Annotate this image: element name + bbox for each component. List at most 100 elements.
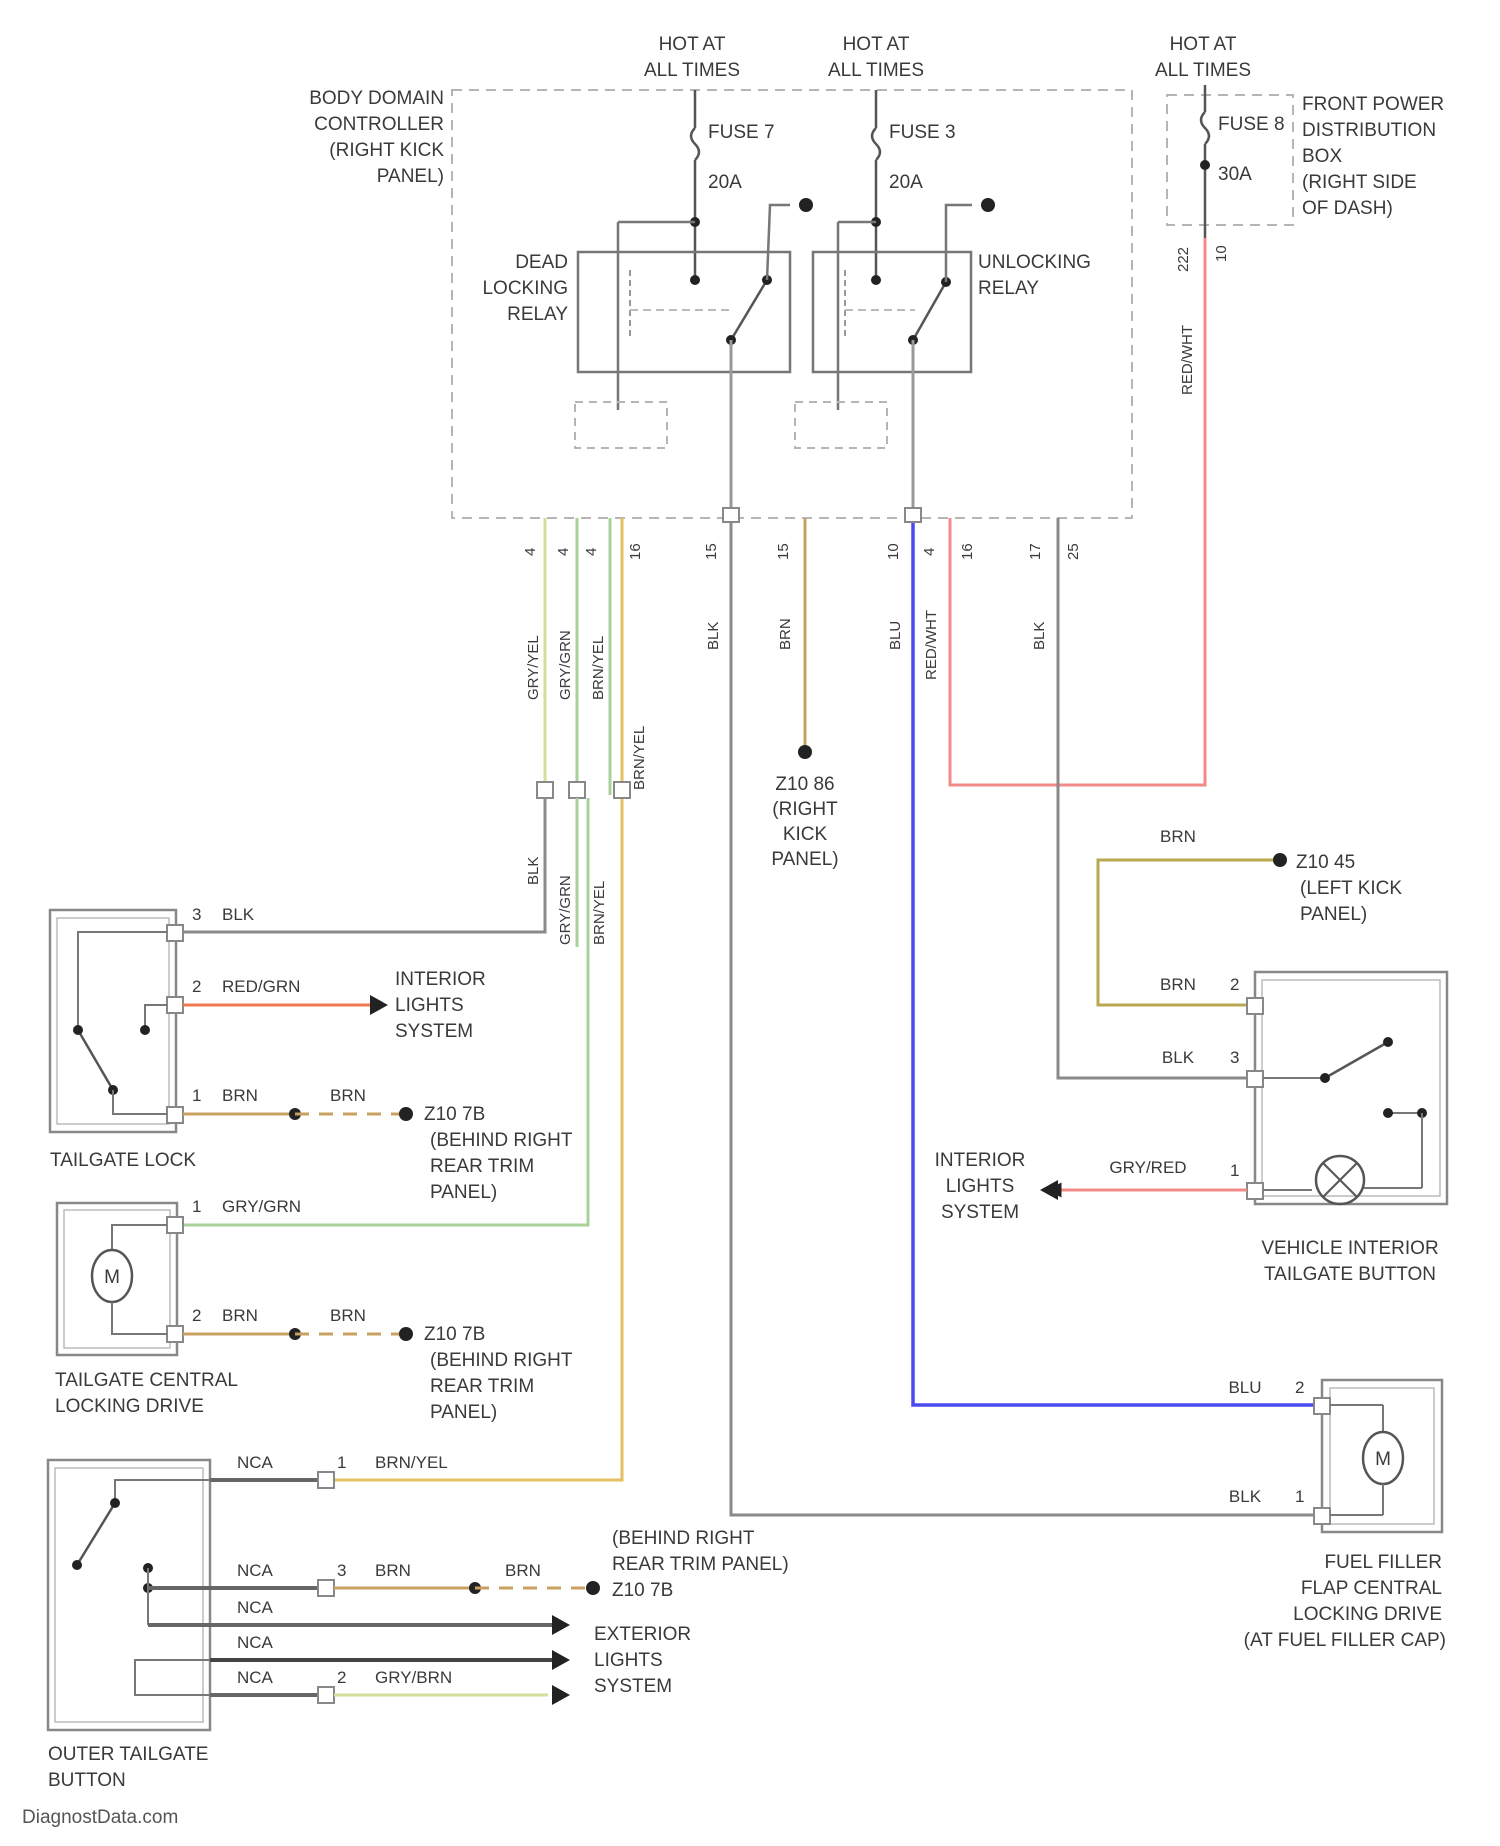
vehicle-interior-tailgate-button: 2 3 1 BRN BLK GRY/RED VEHICLE INTERIOR T…	[1109, 972, 1447, 1285]
svg-text:Z10 86: Z10 86	[775, 774, 834, 795]
svg-text:VEHICLE INTERIOR: VEHICLE INTERIOR	[1261, 1238, 1438, 1259]
wire-brn-yel-outer: 1 BRN/YEL	[337, 1453, 448, 1472]
wire-blk-interior-button: BLK	[1031, 518, 1255, 1078]
svg-text:BRN: BRN	[1160, 827, 1196, 846]
svg-text:NCA: NCA	[237, 1668, 274, 1687]
svg-text:(RIGHT: (RIGHT	[772, 799, 838, 820]
svg-text:LOCKING: LOCKING	[482, 278, 568, 299]
svg-text:(RIGHT SIDE: (RIGHT SIDE	[1302, 172, 1417, 193]
svg-text:NCA: NCA	[237, 1633, 274, 1652]
ground-symbol-icon	[981, 198, 995, 212]
svg-text:1: 1	[192, 1086, 201, 1105]
svg-text:16: 16	[627, 543, 644, 560]
svg-text:BRN: BRN	[222, 1306, 258, 1325]
svg-text:INTERIOR: INTERIOR	[935, 1150, 1026, 1171]
svg-text:REAR TRIM: REAR TRIM	[430, 1156, 534, 1177]
svg-text:4: 4	[583, 548, 600, 556]
svg-text:FUSE 8: FUSE 8	[1218, 114, 1285, 135]
svg-text:OUTER TAILGATE: OUTER TAILGATE	[48, 1744, 208, 1765]
svg-text:FUEL FILLER: FUEL FILLER	[1324, 1552, 1442, 1573]
svg-text:Z10 45: Z10 45	[1296, 852, 1355, 873]
svg-text:PANEL): PANEL)	[1300, 904, 1367, 925]
svg-text:3: 3	[192, 905, 201, 924]
svg-text:10: 10	[1213, 245, 1230, 262]
hot-label-fuse3: HOT AT ALL TIMES	[828, 34, 924, 81]
svg-text:RELAY: RELAY	[978, 278, 1039, 299]
wire-gry-red-interior-lights: INTERIOR LIGHTS SYSTEM	[935, 1150, 1247, 1223]
svg-text:Z10 7B: Z10 7B	[424, 1104, 485, 1125]
svg-text:BLU: BLU	[1228, 1378, 1261, 1397]
svg-text:DEAD: DEAD	[515, 252, 568, 273]
wire-gry-grn: GRY/GRN	[557, 518, 577, 795]
wire-brn-yel-upper: BRN/YEL	[590, 518, 610, 795]
bdc-pin-stubs	[723, 508, 921, 522]
svg-text:25: 25	[1065, 543, 1082, 560]
splice-connectors	[537, 782, 630, 798]
svg-text:LOCKING DRIVE: LOCKING DRIVE	[55, 1396, 204, 1417]
svg-text:(RIGHT KICK: (RIGHT KICK	[329, 140, 444, 161]
svg-text:20A: 20A	[708, 172, 742, 193]
fpdb-label: FRONT POWER DISTRIBUTION BOX (RIGHT SIDE…	[1302, 94, 1444, 219]
fuse-3: FUSE 3 20A	[871, 90, 956, 285]
svg-text:HOT AT: HOT AT	[1170, 34, 1237, 55]
svg-text:15: 15	[703, 543, 720, 560]
svg-text:BRN: BRN	[505, 1561, 541, 1580]
svg-text:BRN: BRN	[375, 1561, 411, 1580]
svg-text:TAILGATE BUTTON: TAILGATE BUTTON	[1264, 1264, 1436, 1285]
svg-text:EXTERIOR: EXTERIOR	[594, 1624, 691, 1645]
svg-text:PANEL): PANEL)	[430, 1182, 497, 1203]
svg-text:BRN/YEL: BRN/YEL	[591, 881, 608, 945]
ground-right-kick: Z10 86 (RIGHT KICK PANEL)	[771, 774, 838, 870]
svg-text:NCA: NCA	[237, 1561, 274, 1580]
svg-text:1: 1	[1230, 1161, 1239, 1180]
svg-text:BRN: BRN	[777, 618, 794, 650]
svg-text:REAR TRIM: REAR TRIM	[430, 1376, 534, 1397]
svg-text:GRY/RED: GRY/RED	[1109, 1158, 1186, 1177]
svg-text:M: M	[1375, 1449, 1391, 1470]
svg-text:LIGHTS: LIGHTS	[594, 1650, 663, 1671]
wire-blk-fuel-flap: BLK	[705, 518, 1322, 1515]
ground-symbol-icon	[586, 1581, 600, 1595]
svg-text:2: 2	[192, 1306, 201, 1325]
svg-text:GRY/GRN: GRY/GRN	[222, 1197, 301, 1216]
svg-text:2: 2	[337, 1668, 346, 1687]
svg-text:CONTROLLER: CONTROLLER	[314, 114, 444, 135]
svg-text:GRY/GRN: GRY/GRN	[557, 875, 574, 945]
svg-text:1: 1	[1295, 1487, 1304, 1506]
svg-text:2: 2	[1230, 975, 1239, 994]
arrow-right-icon	[552, 1685, 570, 1705]
svg-text:Z10 7B: Z10 7B	[424, 1324, 485, 1345]
svg-text:BLK: BLK	[1031, 622, 1048, 650]
svg-text:BRN: BRN	[330, 1086, 366, 1105]
ground-left-kick: Z10 45 (LEFT KICK PANEL)	[1296, 852, 1402, 925]
svg-text:SYSTEM: SYSTEM	[941, 1202, 1019, 1223]
svg-text:LOCKING DRIVE: LOCKING DRIVE	[1293, 1604, 1442, 1625]
tailgate-central-locking-drive: M 1 GRY/GRN 2 BRN TAILGATE CENTRAL LOCKI…	[55, 1197, 301, 1417]
svg-text:15: 15	[775, 543, 792, 560]
svg-text:16: 16	[959, 543, 976, 560]
svg-text:KICK: KICK	[783, 824, 828, 845]
svg-text:(BEHIND RIGHT: (BEHIND RIGHT	[430, 1130, 573, 1151]
svg-text:HOT AT: HOT AT	[843, 34, 910, 55]
svg-text:RED/GRN: RED/GRN	[222, 977, 300, 996]
svg-text:BLK: BLK	[525, 857, 542, 885]
svg-text:3: 3	[337, 1561, 346, 1580]
svg-text:ALL TIMES: ALL TIMES	[828, 60, 924, 81]
bdc-label: BODY DOMAIN CONTROLLER (RIGHT KICK PANEL…	[309, 88, 444, 187]
svg-text:FUSE 7: FUSE 7	[708, 122, 775, 143]
svg-text:GRY/GRN: GRY/GRN	[557, 630, 574, 700]
tailgate-lock: 3 BLK 2 RED/GRN 1 BRN TAILGATE LOCK	[50, 905, 300, 1171]
svg-text:RED/WHT: RED/WHT	[923, 610, 940, 680]
svg-text:TAILGATE LOCK: TAILGATE LOCK	[50, 1150, 196, 1171]
svg-text:Z10 7B: Z10 7B	[612, 1580, 673, 1601]
svg-text:SYSTEM: SYSTEM	[594, 1676, 672, 1697]
svg-text:BLK: BLK	[1229, 1487, 1262, 1506]
svg-text:GRY/BRN: GRY/BRN	[375, 1668, 452, 1687]
ground-symbol-icon	[399, 1327, 413, 1341]
wire-blu: BLU	[887, 518, 1322, 1405]
svg-text:NCA: NCA	[237, 1598, 274, 1617]
svg-text:SYSTEM: SYSTEM	[395, 1021, 473, 1042]
svg-text:HOT AT: HOT AT	[659, 34, 726, 55]
bdc-pins: 4 4 4 16 15 15 10 4 16 17 25	[522, 543, 1082, 560]
